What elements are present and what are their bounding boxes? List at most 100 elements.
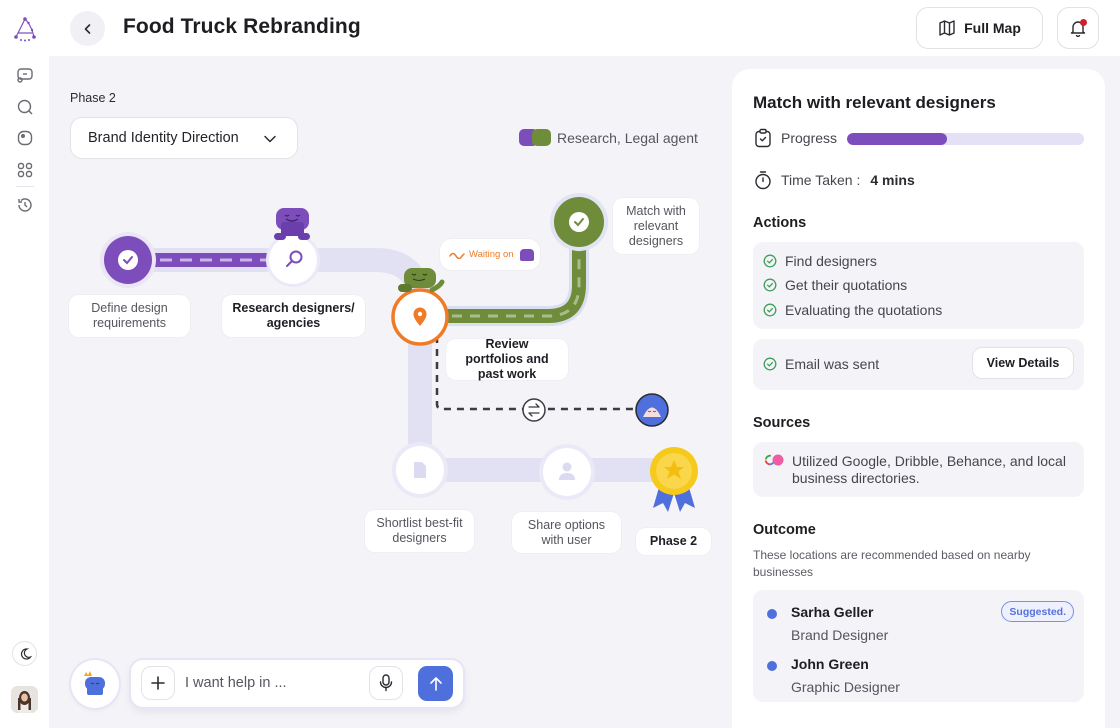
time-taken-value: 4 mins bbox=[870, 172, 915, 188]
phase-label: Phase 2 bbox=[70, 91, 116, 105]
microphone-icon bbox=[379, 674, 393, 692]
send-button[interactable] bbox=[418, 666, 453, 701]
check-circle-icon bbox=[763, 278, 777, 292]
label-share-options: Share options with user bbox=[512, 512, 621, 553]
node-share-options[interactable] bbox=[539, 444, 595, 500]
outcome-description: These locations are recommended based on… bbox=[753, 548, 1031, 579]
designers-card: Sarha Geller Brand Designer Suggested. J… bbox=[753, 590, 1084, 702]
label-match-designers: Match with relevant designers bbox=[613, 198, 699, 254]
actions-heading: Actions bbox=[753, 215, 807, 231]
phase-dropdown[interactable]: Brand Identity Direction bbox=[70, 117, 298, 159]
waiting-agent-icon bbox=[519, 248, 534, 261]
assigned-agents-label: Research, Legal agent bbox=[557, 129, 698, 146]
email-status: Email was sent bbox=[763, 356, 879, 372]
node-review-portfolios[interactable] bbox=[391, 288, 449, 346]
attach-button[interactable] bbox=[141, 666, 175, 700]
plus-icon bbox=[151, 676, 165, 690]
page-title: Food Truck Rebranding bbox=[123, 15, 361, 38]
progress-bar-fill bbox=[847, 133, 947, 145]
chat-input[interactable] bbox=[185, 672, 355, 694]
email-status-card: Email was sent View Details bbox=[753, 339, 1084, 390]
node-shortlist-designers[interactable] bbox=[392, 442, 448, 498]
time-taken-label: Time Taken : bbox=[781, 172, 861, 188]
progress-row: Progress bbox=[753, 128, 837, 148]
progress-label: Progress bbox=[781, 130, 838, 146]
assistant-bot-button[interactable] bbox=[71, 660, 119, 708]
outcome-heading: Outcome bbox=[753, 522, 816, 538]
designer-role: Brand Designer bbox=[791, 627, 889, 643]
check-icon bbox=[574, 218, 584, 227]
source-logos-icon bbox=[764, 454, 784, 466]
step-details-panel: Match with relevant designers Progress T… bbox=[732, 69, 1105, 728]
label-define-design-requirements: Define design requirements bbox=[69, 295, 190, 337]
check-icon bbox=[123, 256, 133, 265]
agent-icon[interactable] bbox=[15, 128, 35, 148]
back-button[interactable] bbox=[70, 11, 105, 46]
search-icon bbox=[286, 250, 303, 267]
document-icon bbox=[414, 462, 426, 478]
clipboard-check-icon bbox=[755, 128, 771, 148]
sidebar bbox=[0, 0, 49, 728]
designer-item[interactable]: Sarha Geller Brand Designer bbox=[767, 604, 1077, 646]
designer-item[interactable]: John Green Graphic Designer bbox=[767, 656, 1077, 698]
sources-heading: Sources bbox=[753, 415, 811, 431]
legal-agent-mascot bbox=[398, 268, 445, 293]
assistant-agent-avatar[interactable] bbox=[635, 393, 669, 427]
check-circle-icon bbox=[763, 357, 777, 371]
swap-icon[interactable] bbox=[522, 398, 546, 422]
designer-name: John Green bbox=[791, 656, 869, 672]
app-logo-icon[interactable] bbox=[12, 16, 38, 42]
actions-card: Find designers Get their quotations Eval… bbox=[753, 242, 1084, 329]
moon-icon bbox=[20, 647, 32, 660]
node-research-designers[interactable] bbox=[266, 233, 320, 287]
suggested-badge: Suggested. bbox=[1001, 601, 1074, 622]
grid-icon[interactable] bbox=[15, 160, 35, 180]
microphone-button[interactable] bbox=[369, 666, 403, 700]
designer-bullet bbox=[767, 609, 777, 619]
check-circle-icon bbox=[763, 254, 777, 268]
action-item: Find designers bbox=[763, 253, 877, 269]
action-item-label: Get their quotations bbox=[785, 277, 908, 293]
top-bar: Food Truck Rebranding Full Map bbox=[49, 0, 1120, 56]
research-agent-mascot bbox=[274, 208, 310, 240]
medal-icon[interactable] bbox=[650, 447, 698, 512]
designer-bullet bbox=[767, 661, 777, 671]
search-icon[interactable] bbox=[15, 97, 35, 117]
action-item: Get their quotations bbox=[763, 277, 907, 293]
sources-text: Utilized Google, Dribble, Behance, and l… bbox=[792, 453, 1066, 486]
chat-bubble-icon[interactable] bbox=[15, 65, 35, 85]
view-details-button[interactable]: View Details bbox=[972, 347, 1074, 379]
action-item-label: Evaluating the quotations bbox=[785, 302, 943, 318]
map-icon bbox=[939, 20, 955, 36]
label-phase-2: Phase 2 bbox=[636, 528, 711, 555]
notifications-button[interactable] bbox=[1057, 7, 1099, 49]
location-pin-icon bbox=[413, 307, 427, 326]
progress-bar bbox=[847, 133, 1084, 145]
node-match-designers[interactable] bbox=[550, 193, 608, 251]
phase-dropdown-value: Brand Identity Direction bbox=[88, 130, 239, 146]
label-review-portfolios: Review portfolios and past work bbox=[446, 337, 568, 381]
bot-mascot-icon bbox=[84, 671, 105, 695]
theme-toggle-button[interactable] bbox=[12, 641, 37, 666]
time-taken-row: Time Taken : 4 mins bbox=[753, 170, 915, 190]
check-circle-icon bbox=[763, 303, 777, 317]
chat-composer bbox=[131, 660, 463, 707]
legal-agent-icon bbox=[532, 129, 551, 146]
assigned-agents: Research, Legal agent bbox=[519, 129, 698, 146]
label-research-designers: Research designers/ agencies bbox=[222, 295, 365, 337]
arrow-up-icon bbox=[429, 676, 442, 691]
stopwatch-icon bbox=[755, 171, 771, 190]
designer-role: Graphic Designer bbox=[791, 679, 900, 695]
full-map-button[interactable]: Full Map bbox=[916, 7, 1043, 49]
label-shortlist-designers: Shortlist best-fit designers bbox=[365, 510, 474, 552]
panel-title: Match with relevant designers bbox=[753, 93, 996, 112]
action-item-label: Find designers bbox=[785, 253, 877, 269]
action-item: Evaluating the quotations bbox=[763, 302, 942, 318]
user-avatar[interactable] bbox=[11, 686, 38, 713]
node-define-design-requirements[interactable] bbox=[100, 232, 156, 288]
history-icon[interactable] bbox=[15, 195, 35, 215]
full-map-label: Full Map bbox=[964, 20, 1021, 36]
sources-card: Utilized Google, Dribble, Behance, and l… bbox=[753, 442, 1084, 497]
handoff-dashed-connector bbox=[435, 336, 640, 411]
